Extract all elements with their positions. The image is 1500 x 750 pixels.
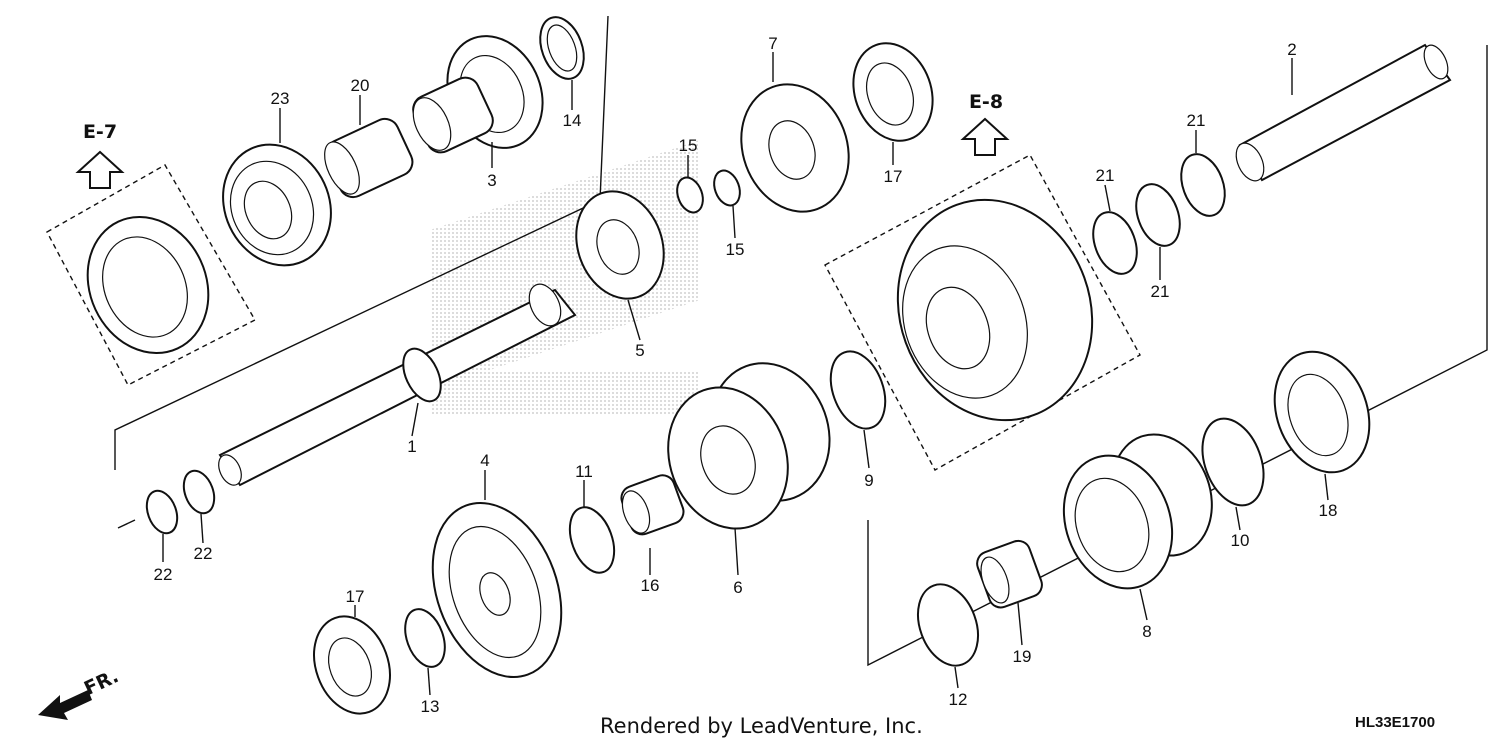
label-21b: 21 [1096, 166, 1115, 185]
circlip-15a [676, 176, 704, 214]
label-22b: 22 [194, 544, 213, 563]
needle-bearing-19 [976, 539, 1043, 609]
gear-3 [412, 35, 544, 154]
gear-7 [740, 83, 850, 213]
washer-10 [1201, 417, 1265, 507]
label-21c: 21 [1151, 282, 1170, 301]
snap-ring-21a [1092, 211, 1138, 275]
label-9: 9 [864, 471, 873, 490]
bearing-17-top [852, 42, 934, 142]
front-label: FR. [81, 665, 122, 700]
mainshaft-1 [218, 283, 577, 487]
label-21a: 21 [1187, 111, 1206, 130]
label-7: 7 [768, 34, 777, 53]
gear-8 [1062, 433, 1213, 590]
bearing-18 [1273, 350, 1371, 474]
ref-arrow-e8 [960, 117, 1010, 156]
label-12: 12 [949, 690, 968, 709]
leader-lines [162, 52, 1329, 696]
label-22a: 22 [154, 565, 173, 584]
label-17a: 17 [884, 167, 903, 186]
subassembly-box-right [824, 154, 1141, 471]
ref-e8: E-8 [969, 91, 1003, 113]
ref-e7: E-7 [83, 121, 117, 143]
label-15a: 15 [679, 136, 698, 155]
subassembly-box-left [46, 164, 256, 386]
ref-arrow-e7 [75, 150, 125, 189]
ring-22b [182, 469, 216, 515]
washer-11 [568, 506, 616, 574]
needle-bearing-16 [620, 474, 685, 536]
gear-4 [431, 501, 563, 679]
label-23: 23 [271, 89, 290, 108]
label-16: 16 [641, 576, 660, 595]
clutch-gear-left [86, 215, 210, 355]
label-10: 10 [1231, 531, 1250, 550]
label-13: 13 [421, 697, 440, 716]
washer-13 [404, 608, 446, 668]
bearing-23 [222, 143, 332, 267]
label-18: 18 [1319, 501, 1338, 520]
needle-bearing-20 [324, 117, 414, 199]
washer-12 [917, 583, 979, 667]
label-4: 4 [480, 451, 489, 470]
gear-6 [667, 362, 831, 530]
clutch-drum-right [896, 198, 1094, 422]
circlip-15b [713, 169, 741, 207]
countershaft-2 [1235, 43, 1452, 182]
bearing-17-bottom [313, 615, 391, 715]
label-1: 1 [407, 437, 416, 456]
thrust-washer-9 [829, 350, 887, 430]
front-arrow [38, 690, 92, 720]
diagram-code: HL33E1700 [1355, 714, 1435, 731]
label-3: 3 [487, 171, 496, 190]
label-17b: 17 [346, 587, 365, 606]
label-5: 5 [635, 341, 644, 360]
credit-text: Rendered by LeadVenture, Inc. [600, 714, 923, 738]
label-19: 19 [1013, 647, 1032, 666]
snap-ring-21c [1180, 153, 1226, 217]
label-14: 14 [563, 111, 582, 130]
label-2: 2 [1287, 40, 1296, 59]
label-20: 20 [351, 76, 370, 95]
snap-ring-21b [1135, 183, 1181, 247]
label-11: 11 [575, 462, 593, 481]
gear-5 [575, 190, 665, 300]
ring-22a [145, 489, 179, 535]
label-6: 6 [733, 578, 742, 597]
washer-14 [539, 16, 585, 80]
label-15b: 15 [726, 240, 745, 259]
label-8: 8 [1142, 622, 1151, 641]
